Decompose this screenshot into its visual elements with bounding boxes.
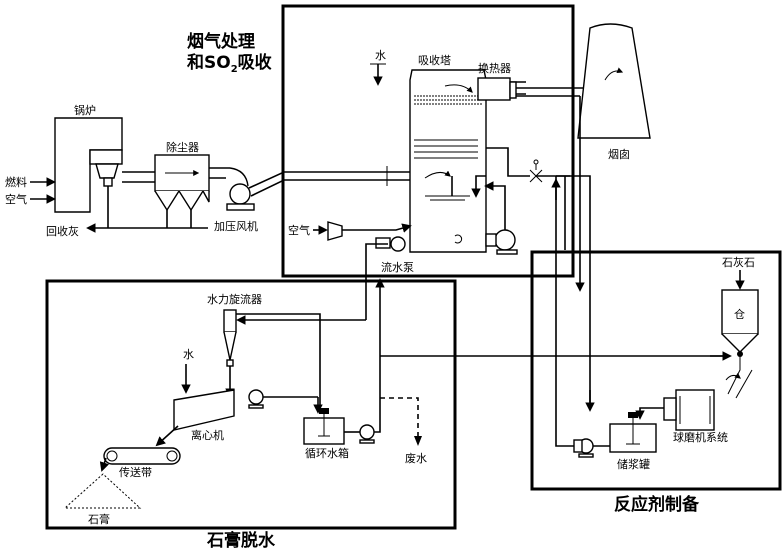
dust-collector-label: 除尘器 [166,140,199,154]
chimney-label: 烟囱 [608,147,630,161]
flue-gas-title-line1: 烟气处理 [187,31,255,52]
mill-to-tank-arrow [635,407,664,420]
fan-absorber-duct [248,171,410,189]
silo-chute [727,356,741,395]
chute-flow-arrow [725,372,741,381]
absorber-tower [409,69,487,253]
slurry-tank-label: 储浆罐 [617,457,650,471]
fan-absorber-duct-2 [250,179,410,197]
valve-handle [533,159,539,165]
gypsum-dewatering-title: 石膏脱水 [206,530,276,551]
feed-to-tank-line [556,175,591,410]
recirc-pump [485,229,518,255]
water-gypsum-label: 水 [183,348,194,361]
waste-water-label: 废水 [405,451,427,465]
centrifuge-discharge-arrow [155,425,179,447]
circulating-tank [303,408,345,445]
bleed-to-cyclone-line [365,243,388,320]
absorber-label: 吸收塔 [418,53,451,67]
ball-mill-label: 球磨机系统 [673,430,728,444]
flue-gas-title-line2: 和SO2吸收 [187,52,272,75]
feed-pump-riser [555,176,574,447]
pump-label: 流水泵 [381,260,414,274]
hydrocyclone [223,309,237,367]
circ-tank-pump [359,424,375,444]
heat-exchanger-end [509,81,517,99]
gypsum-pile [63,473,142,509]
heat-exchanger [477,77,511,101]
boiler-label: 锅炉 [74,104,96,117]
slurry-tank [609,412,657,453]
gypsum-dewatering-section-box [45,279,457,530]
air-injection-line [342,223,412,233]
dust-collector [154,154,210,212]
fuel-label: 燃料 [5,175,27,189]
spray-header-line [486,147,530,177]
hydrocyclone-label: 水力旋流器 [207,292,262,306]
conveyor-belt [103,447,181,465]
heat-exchanger-label: 换热器 [478,61,511,75]
gypsum-label: 石膏 [88,512,110,526]
ash-label: 回收灰 [46,224,79,238]
water-top-label: 水 [375,49,386,62]
booster-fan [226,167,255,211]
pump-to-spray-line [484,181,506,230]
centrifuge-label: 离心机 [191,428,224,442]
limestone-label: 石灰石 [722,255,755,269]
control-valve [529,169,543,183]
silo-label: 仓 [734,307,745,321]
fan-label: 加压风机 [214,219,258,233]
air-left-label: 空气 [5,192,27,206]
waste-water-arrowhead [414,436,422,446]
slurry-feed-pump [573,438,594,458]
absorber-return-line [471,175,486,198]
centrifuge [173,389,235,431]
air-mid-label: 空气 [288,223,310,237]
bleed-pump [375,236,406,252]
reagent-section-box [530,250,782,491]
limestone-silo [721,289,759,357]
centrifuge-pump [248,389,264,409]
conveyor-discharge-arrow [99,457,109,472]
chimney [577,23,651,139]
conveyor-label: 传送带 [119,465,152,479]
silo-chute-2 [735,369,753,399]
pump-return-line [374,424,381,433]
circ-tank-label: 循环水箱 [305,446,349,460]
flue-gas-section-box [281,4,575,278]
cyclone-overflow-line [236,313,321,412]
air-compressor [327,221,343,241]
boiler [54,117,123,213]
reagent-preparation-title: 反应剂制备 [614,494,700,515]
waste-water-line [380,397,419,436]
ball-mill [663,389,715,431]
